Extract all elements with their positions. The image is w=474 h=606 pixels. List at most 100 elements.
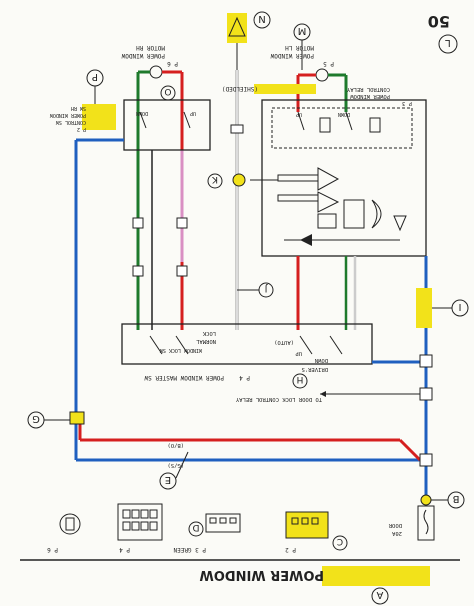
master-contact-4: [329, 335, 343, 355]
master-contact-1: [149, 335, 163, 355]
rh-switch-name3: CONTROL SW: [55, 119, 86, 125]
shielded-label: (SHIELDED): [222, 85, 258, 92]
p2-pin-2: [301, 517, 309, 525]
p4-pin-5: [122, 521, 131, 531]
callout-M-text: M: [298, 25, 307, 36]
connector-b3: [132, 265, 144, 277]
fuse-icon: [423, 509, 429, 535]
tag-gs: (G/S): [167, 462, 184, 468]
p2-pin-1: [291, 517, 299, 525]
rh-motor-icon: [149, 65, 163, 79]
relay-contact-2: [345, 111, 353, 131]
or-gate: [371, 199, 382, 229]
master-code: P 4: [239, 374, 250, 381]
lh-motor-code: P 5: [323, 60, 334, 67]
warning-icon: [228, 16, 246, 37]
shielded-highlight: [254, 84, 316, 94]
footer-title-highlight: [322, 566, 430, 586]
callout-H-text: H: [297, 374, 304, 384]
fuse-line1: 20A: [391, 530, 402, 536]
callout-N-text: N: [258, 13, 265, 24]
door-lock-arrow: [320, 391, 326, 397]
tag-bo: (B/O): [167, 442, 184, 448]
callout-H: [292, 373, 308, 389]
lh-motor-label2: POWER WINDOW: [270, 52, 314, 59]
and-gate: [317, 213, 337, 229]
callout-D: [188, 521, 204, 537]
rh-pin-up: UP: [190, 110, 196, 116]
callout-O-text: O: [164, 86, 171, 96]
connector-b4: [176, 265, 188, 277]
connector-p3-shape: [205, 513, 241, 533]
legend-p4: P 4: [119, 546, 130, 553]
callout-E: [159, 472, 177, 490]
master-switch-box: [121, 323, 373, 365]
rh-switch-contact-1: [139, 111, 147, 129]
relay-pin-up: UP: [296, 111, 302, 117]
rh-switch-name2: POWER WINDOW: [49, 112, 86, 118]
relay-coil-2: [369, 117, 381, 133]
callout-E-text: E: [165, 474, 171, 485]
master-name: POWER WINDOW MASTER SW: [144, 374, 224, 381]
callout-E-leader: [175, 451, 189, 479]
resistor-1: [277, 174, 319, 182]
rh-motor-code: P 6: [167, 60, 178, 67]
connector-b7: [419, 453, 433, 467]
connector-b2: [176, 217, 188, 229]
p4-pin-6: [131, 521, 140, 531]
callout-B-text: B: [452, 493, 459, 504]
rh-pin-down: DOWN: [136, 110, 148, 116]
fuse-line2: DOOR: [388, 522, 402, 528]
legend-p6: P 6: [47, 546, 58, 553]
callout-K: [207, 173, 223, 189]
callout-I-highlight: [416, 288, 432, 328]
legend-p3: P 3 GREEN: [173, 546, 206, 553]
resistor-2: [277, 194, 319, 202]
relay-contacts-area: [271, 107, 413, 149]
rh-switch-label-highlight: [82, 104, 116, 130]
page-number: 50: [428, 12, 450, 31]
p4-pin-2: [131, 509, 140, 519]
connector-p2-shape: [285, 511, 329, 539]
callout-A-text: A: [376, 589, 383, 600]
callout-C: [332, 535, 348, 551]
connector-p6-shape: [59, 513, 81, 535]
relay-contact-1: [297, 111, 305, 131]
p4-pin-8: [149, 521, 158, 531]
fuse-box: [417, 505, 435, 541]
control-relay-code: P 3: [402, 100, 412, 106]
master-up: UP: [295, 350, 302, 356]
fuse-connector: [420, 494, 432, 506]
connector-b6: [419, 387, 433, 401]
p4-pin-7: [140, 521, 149, 531]
lh-motor-icon: [315, 68, 329, 82]
master-driver: DRIVER'S: [302, 366, 329, 372]
master-contact-2: [175, 335, 189, 355]
callout-I-text: I: [459, 301, 462, 312]
rh-switch-name1: SW RH: [71, 105, 86, 111]
opamp-1: [317, 167, 340, 191]
door-lock-label: TO DOOR LOCK CONTROL RELAY: [235, 396, 322, 402]
rh-switch-box: [123, 99, 211, 151]
connector-p6-pin: [65, 517, 75, 531]
p3-pin-3: [229, 517, 237, 524]
p4-pin-1: [122, 509, 131, 519]
master-auto: (AUTO): [274, 339, 294, 345]
callout-D-text: D: [192, 522, 199, 532]
callout-C-text: C: [337, 536, 343, 546]
connector-b1: [132, 217, 144, 229]
red-join: [398, 438, 422, 462]
p3-pin-2: [219, 517, 227, 524]
flip-flop: [343, 199, 365, 229]
p4-pin-3: [140, 509, 149, 519]
connector-K-dot: [232, 173, 246, 187]
relay-pin-down: DOWN: [338, 111, 350, 117]
control-relay-name1: CONTROL RELAY: [346, 86, 390, 92]
p3-pin-1: [209, 517, 217, 524]
callout-L: [438, 34, 458, 54]
legend-p2: P 2: [285, 546, 296, 553]
lh-motor-label: MOTOR LH: [285, 44, 314, 51]
footer-title: POWER WINDOW: [199, 567, 324, 582]
p4-pin-4: [149, 509, 158, 519]
